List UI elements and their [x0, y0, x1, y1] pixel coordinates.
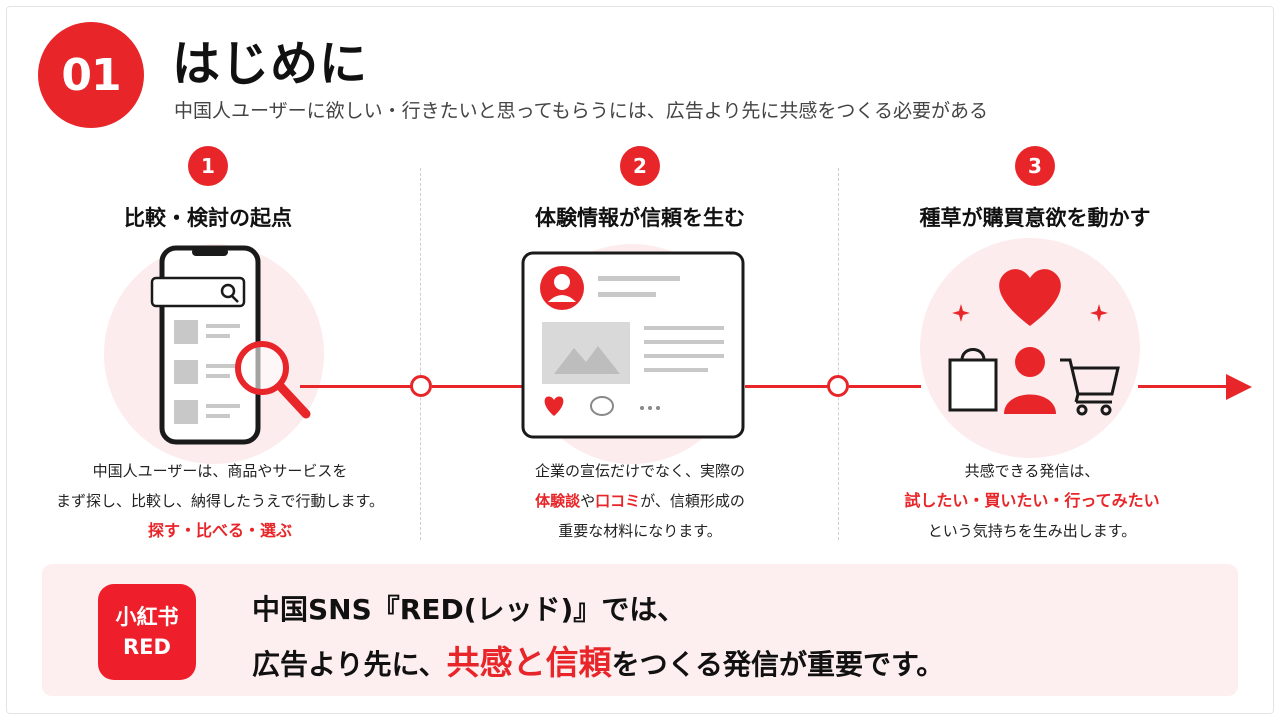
smartphone-icon	[150, 245, 261, 445]
timeline-node	[827, 375, 849, 397]
desc-line: 中国人ユーザーは、商品やサービスを	[92, 462, 348, 480]
arrow-right-icon	[1226, 374, 1252, 400]
desc-line: 共感できる発信は、	[964, 462, 1100, 480]
conclusion-line-2: 広告より先に、共感と信頼をつくる発信が重要です。	[252, 636, 944, 684]
sparkle-icon	[952, 304, 970, 322]
desc-highlight: 試したい・買いたい・行ってみたい	[904, 491, 1160, 510]
magnifier-icon	[235, 341, 311, 419]
desc-highlight: 口コミ	[595, 492, 641, 510]
step-title-1: 比較・検討の起点	[124, 206, 292, 230]
post-card-icon	[521, 251, 745, 439]
conclusion-text: 広告より先に、	[252, 648, 447, 681]
desc-highlight: 探す・比べる・選ぶ	[147, 521, 292, 540]
desc-line: 体験談や口コミが、信頼形成の	[450, 486, 830, 516]
conclusion-line-1: 中国SNS『RED(レッド)』では、	[252, 593, 686, 626]
step-number-1: 1	[188, 146, 228, 186]
step-title-2: 体験情報が信頼を生む	[535, 206, 745, 230]
timeline-segment	[432, 385, 522, 388]
step-number-3: 3	[1015, 146, 1055, 186]
step-description-1: 中国人ユーザーは、商品やサービスを まず探し、比較し、納得したうえで行動します。…	[30, 456, 410, 546]
desc-line: 重要な材料になります。	[558, 522, 722, 540]
desc-text: や	[580, 492, 596, 510]
timeline-segment	[300, 385, 412, 388]
red-app-logo: 小紅书 RED	[98, 584, 196, 680]
conclusion-highlight: 共感と信頼	[446, 643, 612, 682]
column-divider	[420, 168, 421, 540]
conclusion-banner	[42, 564, 1238, 696]
logo-text: 小紅书	[115, 605, 179, 629]
cart-icon	[1060, 358, 1120, 416]
timeline-node	[410, 375, 432, 397]
timeline-segment	[1138, 385, 1230, 388]
step-description-3: 共感できる発信は、 試したい・買いたい・行ってみたい という気持ちを生み出します…	[842, 456, 1222, 546]
desc-line: 企業の宣伝だけでなく、実際の	[534, 462, 745, 480]
desc-highlight: 体験談	[535, 492, 581, 510]
shopping-bag-icon	[948, 348, 998, 412]
step-number-2: 2	[620, 146, 660, 186]
desc-text: が、信頼形成の	[640, 492, 745, 510]
person-icon	[1004, 347, 1056, 414]
timeline-segment	[745, 385, 829, 388]
step-title-3: 種草が購買意欲を動かす	[919, 206, 1151, 230]
sparkle-icon	[1090, 304, 1108, 322]
page-title: はじめに	[172, 36, 369, 92]
column-divider	[838, 168, 839, 540]
logo-text: RED	[123, 635, 171, 659]
section-number-badge: 01	[38, 22, 144, 128]
conclusion-text: をつくる発信が重要です。	[611, 648, 945, 681]
heart-icon	[999, 269, 1061, 326]
desc-line: という気持ちを生み出します。	[927, 522, 1137, 540]
timeline-segment	[849, 385, 921, 388]
page-subtitle: 中国人ユーザーに欲しい・行きたいと思ってもらうには、広告より先に共感をつくる必要…	[174, 100, 988, 122]
desc-line: まず探し、比較し、納得したうえで行動します。	[55, 492, 385, 510]
step-description-2: 企業の宣伝だけでなく、実際の 体験談や口コミが、信頼形成の 重要な材料になります…	[450, 456, 830, 546]
